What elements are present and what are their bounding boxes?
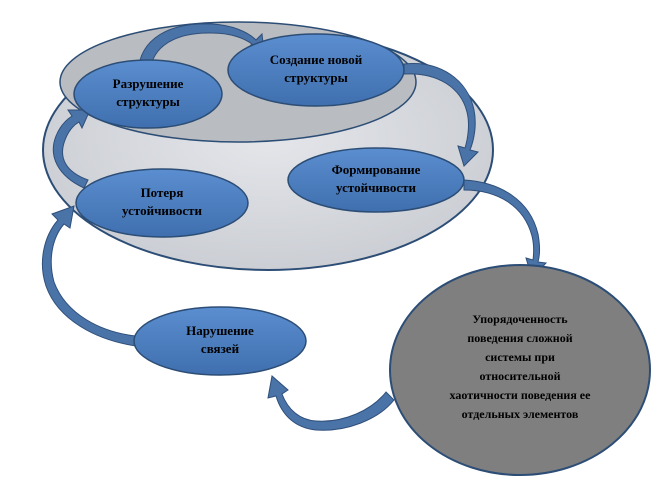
node-new-structure: Создание новой структуры: [227, 33, 405, 107]
node-loss: Потеря устойчивости: [75, 168, 249, 238]
node-order-line2: поведения сложной: [467, 331, 572, 345]
arrow-disruption-to-loss: [41, 205, 137, 347]
node-formation-line1: Формирование: [332, 162, 421, 177]
node-disruption-line1: Нарушение: [186, 323, 254, 338]
node-loss-line2: устойчивости: [122, 203, 202, 218]
node-destruction-line2: структуры: [116, 94, 179, 109]
node-new-structure-line1: Создание новой: [270, 52, 363, 67]
node-formation-line2: устойчивости: [336, 180, 416, 195]
node-order-line4: относительной: [479, 369, 560, 383]
node-loss-line1: Потеря: [141, 185, 184, 200]
node-order-line6: отдельных элементов: [462, 407, 579, 421]
arrow-new-structure-to-formation: [403, 62, 479, 167]
node-disruption-line2: связей: [201, 341, 240, 356]
node-destruction-line1: Разрушение: [113, 76, 184, 91]
node-destruction: Разрушение структуры: [73, 59, 223, 129]
node-order-line1: Упорядоченность: [472, 312, 568, 326]
node-order: Упорядоченность поведения сложной систем…: [389, 264, 651, 476]
node-order-line5: хаотичности поведения ее: [450, 388, 592, 402]
arrow-order-to-disruption: [267, 375, 395, 431]
node-new-structure-line2: структуры: [284, 70, 347, 85]
node-disruption: Нарушение связей: [133, 306, 307, 376]
node-order-line3: системы при: [485, 350, 555, 364]
node-formation: Формирование устойчивости: [287, 147, 465, 213]
